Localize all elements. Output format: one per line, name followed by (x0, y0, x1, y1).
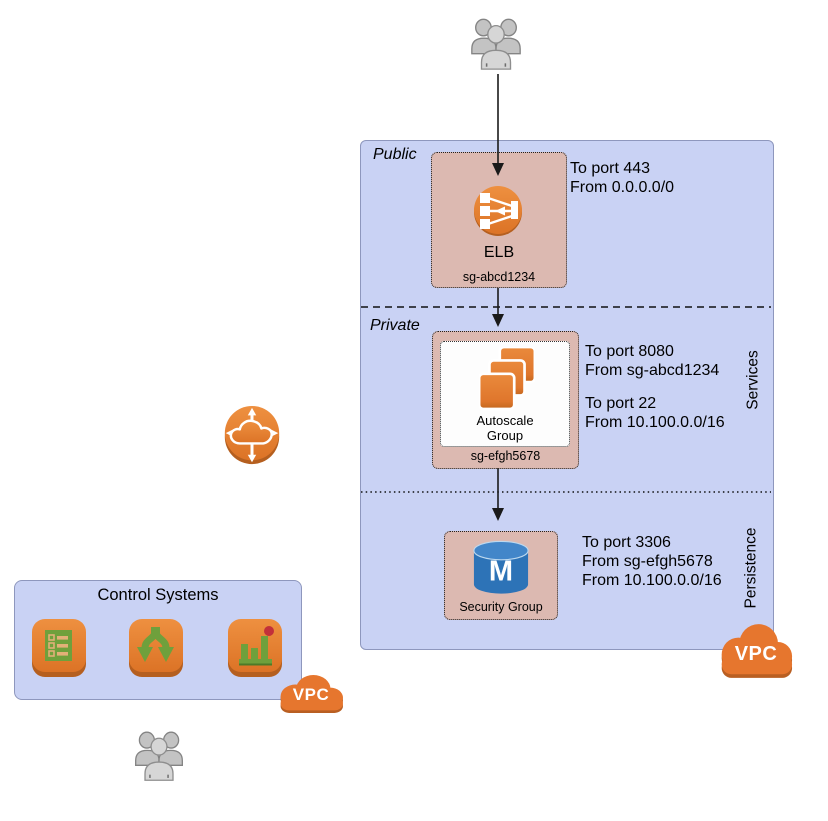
elb-sg-name: sg-abcd1234 (462, 270, 536, 284)
database-security-group-box: M Security Group (444, 531, 558, 620)
internet-gateway-icon (224, 405, 280, 465)
vpc-cloud-icon: VPC (712, 617, 800, 685)
persistence-tier-label: Persistence (742, 527, 760, 609)
autoscale-subnet-box: Autoscale Group (440, 341, 570, 447)
vpc-badge-label: VPC (734, 643, 778, 665)
database-sg-label: Security Group (459, 600, 543, 614)
users-top-icon (471, 18, 521, 70)
private-subnet-label: Private (370, 317, 420, 334)
alarm-dot (264, 626, 274, 636)
autoscale-sg-name: sg-efgh5678 (470, 449, 541, 463)
vpc-badge-label-small: VPC (292, 685, 330, 704)
control-systems-title: Control Systems (97, 586, 219, 604)
cloud-shape (721, 624, 793, 678)
bar-chart-alarm-icon (228, 619, 282, 677)
autoscale-security-group-box: Autoscale Group sg-efgh5678 (432, 331, 579, 469)
elb-icon (474, 186, 522, 236)
list-config-icon (32, 619, 86, 677)
autoscale-group-icon (479, 347, 535, 411)
database-ingress-rules: To port 3306 From sg-efgh5678 From 10.10… (582, 534, 722, 589)
elb-label: ELB (483, 244, 515, 261)
database-letter: M (489, 556, 513, 588)
services-tier-label: Services (745, 350, 762, 410)
branch-arrows-icon (129, 619, 183, 677)
control-systems-box: Control Systems (14, 580, 302, 700)
vpc-cloud-icon-small: VPC (272, 670, 350, 718)
cloud-shape (280, 675, 343, 713)
autoscale-ingress-rules-bottom: To port 22 From 10.100.0.0/16 (585, 395, 725, 431)
mysql-database-icon: M (473, 540, 529, 594)
users-bottom-icon (135, 731, 183, 781)
elb-ingress-rules: To port 443 From 0.0.0.0/0 (570, 160, 675, 196)
public-subnet-label: Public (373, 146, 417, 163)
autoscale-label-line1: Autoscale (476, 413, 534, 428)
autoscale-ingress-rules-top: To port 8080 From sg-abcd1234 (585, 343, 720, 379)
autoscale-label-line2: Group (486, 428, 524, 443)
elb-security-group-box: ELB sg-abcd1234 (431, 152, 567, 288)
